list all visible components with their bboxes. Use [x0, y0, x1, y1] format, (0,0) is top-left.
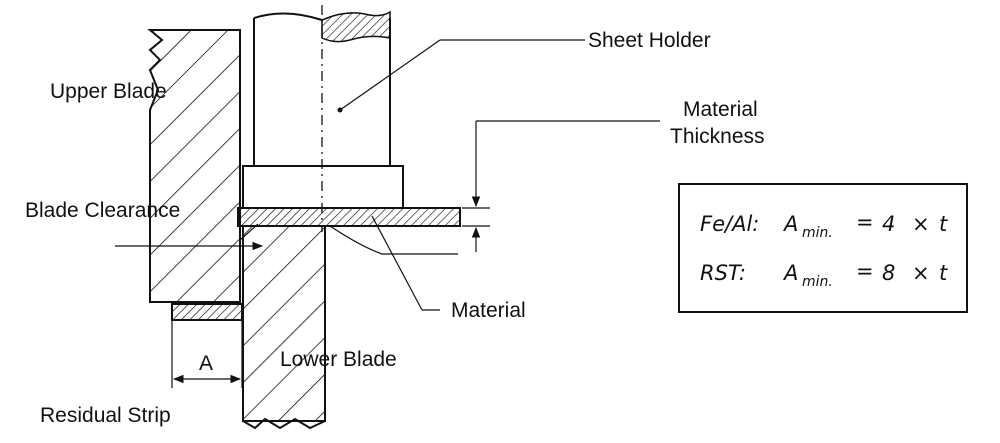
sheet-holder-leader	[339, 39, 441, 111]
svg-text:A: A	[782, 212, 798, 236]
residual-strip-label: Residual Strip	[40, 404, 171, 427]
formula-row-rst: RST: A min. = 8 × t	[700, 259, 948, 290]
material-leader	[371, 215, 423, 311]
svg-text:×: ×	[912, 212, 930, 236]
deformation-line	[329, 225, 458, 255]
svg-text:=: =	[856, 210, 874, 234]
formula-box: Fe/Al: A min. = 4 × t RST: A min. = 8 × …	[678, 183, 968, 313]
blade-clearance-label: Blade Clearance	[25, 199, 180, 222]
thickness-dimension	[462, 120, 660, 252]
svg-text:A: A	[782, 261, 798, 285]
svg-text:min.: min.	[802, 274, 833, 290]
dimension-a	[171, 320, 243, 388]
upper-blade	[147, 29, 241, 303]
svg-text:=: =	[856, 259, 874, 283]
sheet-holder-leader-dot	[337, 107, 343, 113]
sheet-holder	[242, 5, 404, 232]
svg-text:×: ×	[912, 261, 930, 285]
sheet-holder-label: Sheet Holder	[588, 29, 711, 52]
svg-text:t: t	[939, 261, 948, 285]
dimension-a-label: A	[199, 352, 213, 375]
residual-strip	[171, 303, 243, 321]
lower-blade	[242, 225, 326, 430]
formula-row-fe-al: Fe/Al: A min. = 4 × t	[700, 210, 948, 241]
svg-text:4: 4	[882, 212, 895, 236]
material-thickness-label-line2: Thickness	[670, 125, 765, 148]
blade-clearance-pointer	[239, 223, 259, 241]
svg-text:min.: min.	[802, 225, 833, 241]
material-label: Material	[451, 299, 526, 322]
upper-blade-label: Upper Blade	[50, 80, 167, 103]
svg-text:8: 8	[882, 261, 895, 285]
lower-blade-label: Lower Blade	[280, 348, 397, 371]
svg-text:Fe/Al:: Fe/Al:	[700, 212, 759, 236]
svg-text:RST:: RST:	[700, 261, 746, 285]
svg-text:t: t	[939, 212, 948, 236]
material-thickness-label-line1: Material	[683, 98, 758, 121]
material-sheet	[237, 207, 461, 227]
